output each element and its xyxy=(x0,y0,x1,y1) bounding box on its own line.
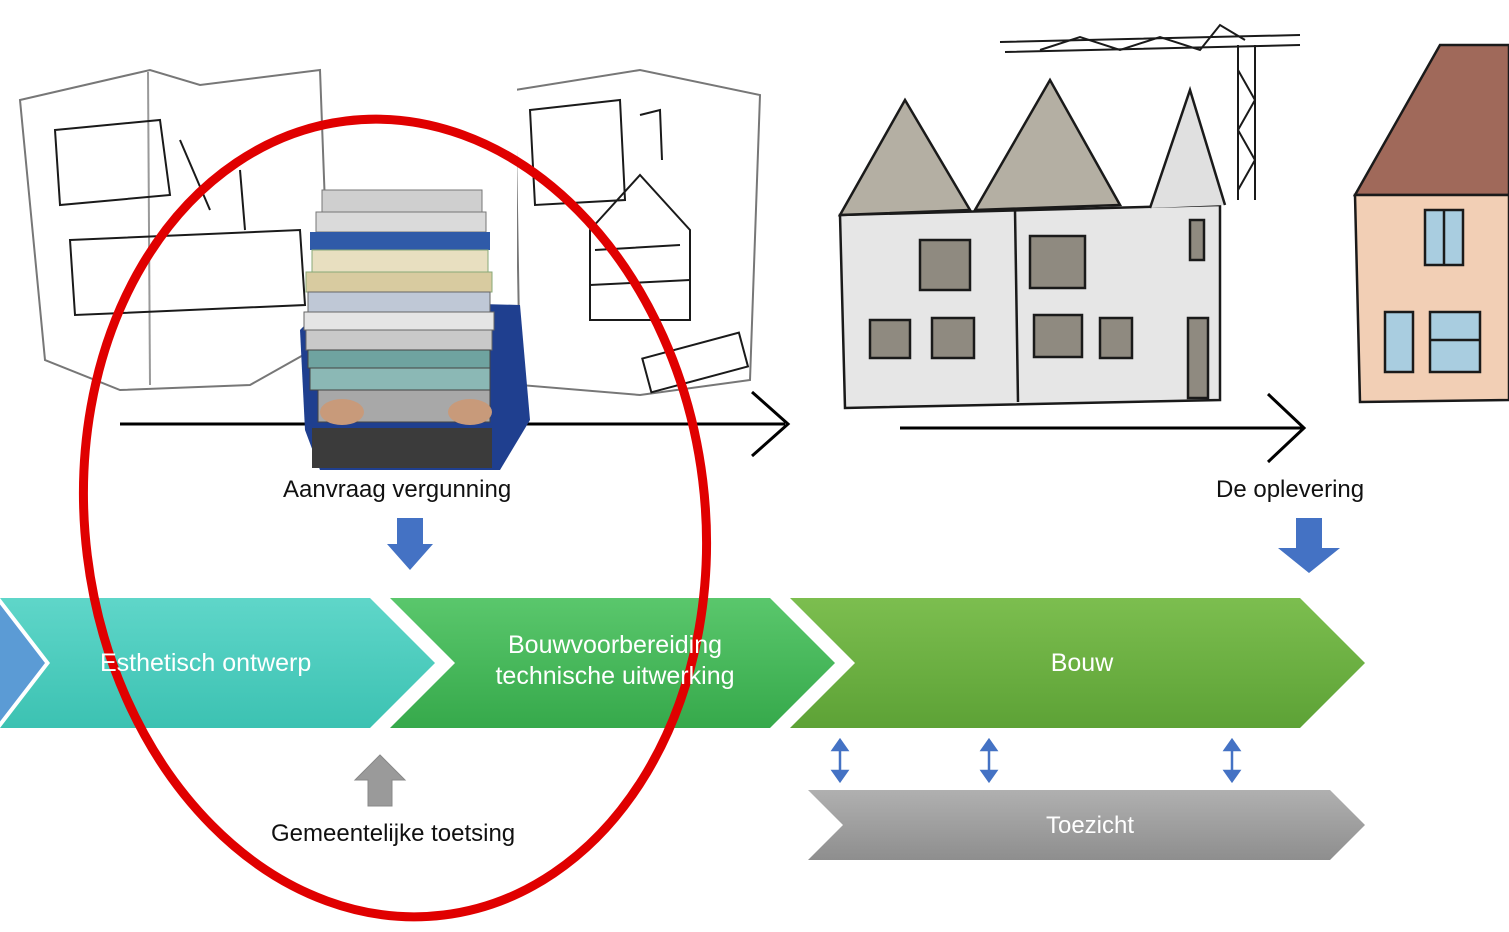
chevron-esthetisch-ontwerp xyxy=(0,598,435,728)
down-arrow-icon xyxy=(387,518,433,570)
up-arrow-icon xyxy=(353,754,407,807)
double-arrow-icon xyxy=(830,737,850,784)
down-arrow-icon xyxy=(1278,518,1340,573)
double-arrow-icon xyxy=(979,737,999,784)
step-label-bouw: Bouw xyxy=(1050,649,1114,677)
step-label-line1: Bouwvoorbereiding xyxy=(507,631,723,659)
step-label-esthetisch-ontwerp: Esthetisch ontwerp xyxy=(100,649,312,677)
chevron-bouwvoorbereiding xyxy=(390,598,835,728)
step-label-bouwvoorbereiding: Bouwvoorbereiding technische uitwerking xyxy=(460,630,770,692)
milestone-handover: De oplevering xyxy=(1216,476,1365,503)
chevron-bouw xyxy=(790,598,1365,728)
construction-site-sketch-icon xyxy=(837,77,1227,410)
highlight-ellipse xyxy=(78,114,712,922)
supervision-label: Toezicht xyxy=(1045,812,1135,839)
crane-icon xyxy=(999,23,1301,200)
step-label-line2: technische uitwerking xyxy=(495,662,735,690)
finished-house-icon xyxy=(1352,43,1509,404)
milestone-permit-application: Aanvraag vergunning xyxy=(283,476,512,503)
chevron-initial-tip xyxy=(0,610,40,716)
document-stack-photo xyxy=(300,60,530,475)
municipal-review-label: Gemeentelijke toetsing xyxy=(271,820,516,847)
chevron-toezicht xyxy=(808,790,1365,860)
timeline-arrow-right xyxy=(900,392,1307,464)
double-arrow-icon xyxy=(1222,737,1242,784)
